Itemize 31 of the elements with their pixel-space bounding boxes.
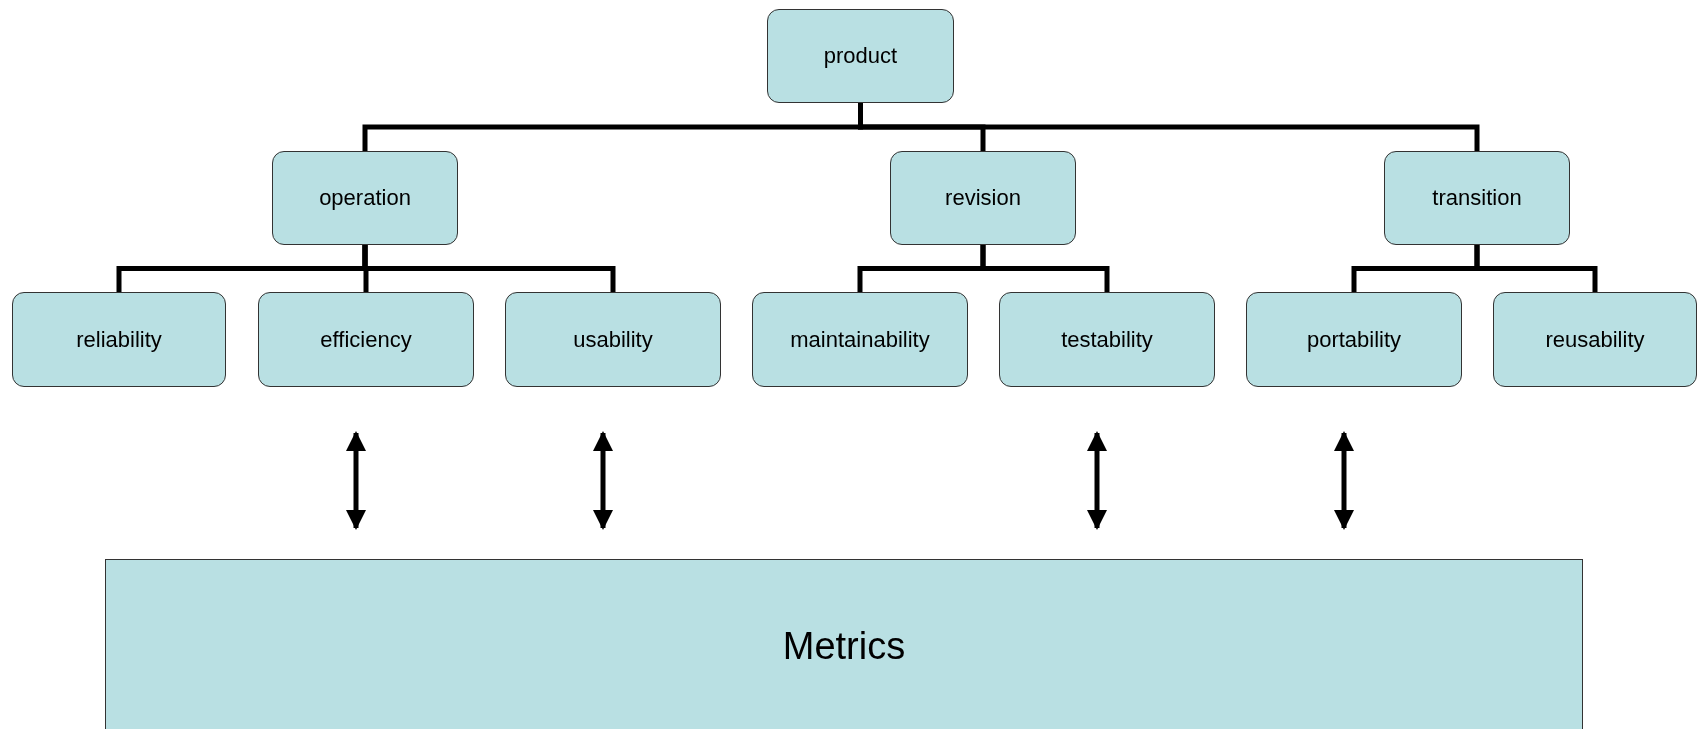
category-box [272,151,458,245]
node-label: Metrics [782,625,906,668]
node-label: maintainability [790,326,930,353]
category-box [752,292,968,387]
double-arrow [1334,431,1354,530]
node-label: reliability [76,326,162,353]
category-box [767,9,954,103]
node-label: transition [1432,185,1522,211]
category-box [1384,151,1570,245]
node-label: product [823,43,898,69]
node-label: operation [319,185,411,211]
connector-line [980,245,1110,292]
category-box [12,292,226,387]
connector-line [362,245,616,292]
node-label: reusability [1545,326,1645,353]
node-label: portability [1306,326,1402,353]
category-box [1246,292,1462,387]
connector-line [1474,245,1598,292]
category-box [505,292,721,387]
double-arrow [346,431,366,530]
category-box [258,292,474,387]
category-box [890,151,1076,245]
node-label: usability [573,326,653,353]
category-box [999,292,1215,387]
metrics-panel [105,559,1583,729]
double-arrow [593,431,613,530]
node-label: testability [1061,326,1153,353]
category-box [1493,292,1697,387]
node-label: revision [945,185,1021,211]
double-arrow [1087,431,1107,530]
node-label: efficiency [320,326,412,353]
